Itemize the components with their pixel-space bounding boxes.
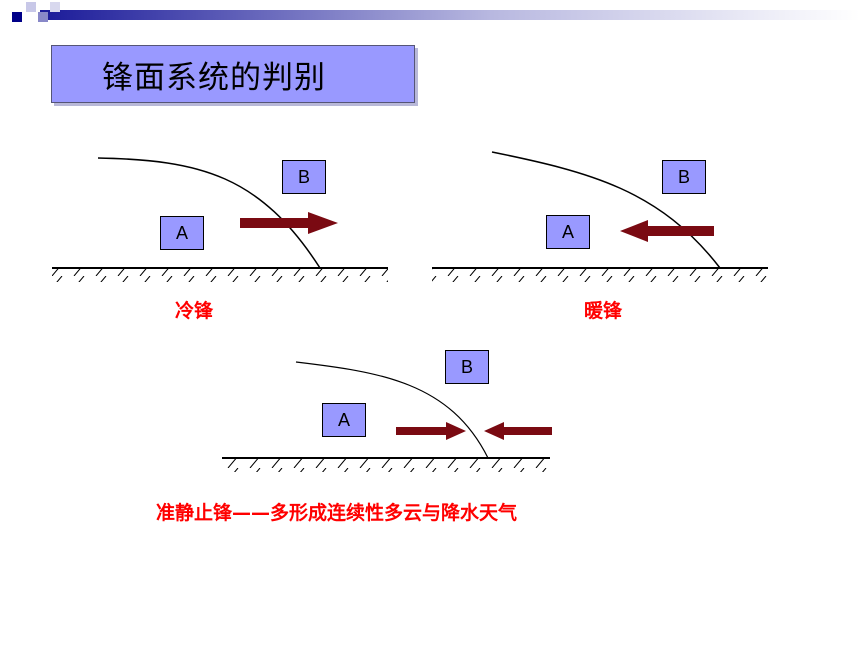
air-mass-b-box: B bbox=[662, 160, 706, 194]
ground-hatch bbox=[432, 269, 768, 282]
air-mass-a-box: A bbox=[322, 403, 366, 437]
air-mass-a-box: A bbox=[160, 216, 204, 250]
header-decoration bbox=[12, 2, 860, 22]
warm-front-label: 暖锋 bbox=[584, 300, 623, 322]
ground-hatch bbox=[222, 459, 550, 472]
cold-front-diagram bbox=[52, 157, 388, 282]
front-surface-line bbox=[97, 157, 321, 269]
left-arrow-right bbox=[396, 422, 466, 440]
front-surface-line bbox=[491, 151, 721, 269]
slide-title: 锋面系统的判别 bbox=[51, 45, 415, 103]
air-mass-a-box: A bbox=[546, 215, 590, 249]
stationary-front-label: 准静止锋——多形成连续性多云与降水天气 bbox=[156, 502, 518, 524]
cold-air-arrow bbox=[240, 212, 338, 234]
warm-air-arrow bbox=[620, 220, 714, 242]
air-mass-b-box: B bbox=[445, 350, 489, 384]
front-surface-line bbox=[295, 361, 489, 459]
ground-hatch bbox=[52, 269, 388, 282]
right-arrow-left bbox=[484, 422, 552, 440]
stationary-front-diagram bbox=[222, 361, 552, 472]
warm-front-diagram bbox=[432, 151, 768, 282]
cold-front-label: 冷锋 bbox=[175, 300, 214, 322]
air-mass-b-box: B bbox=[282, 160, 326, 194]
